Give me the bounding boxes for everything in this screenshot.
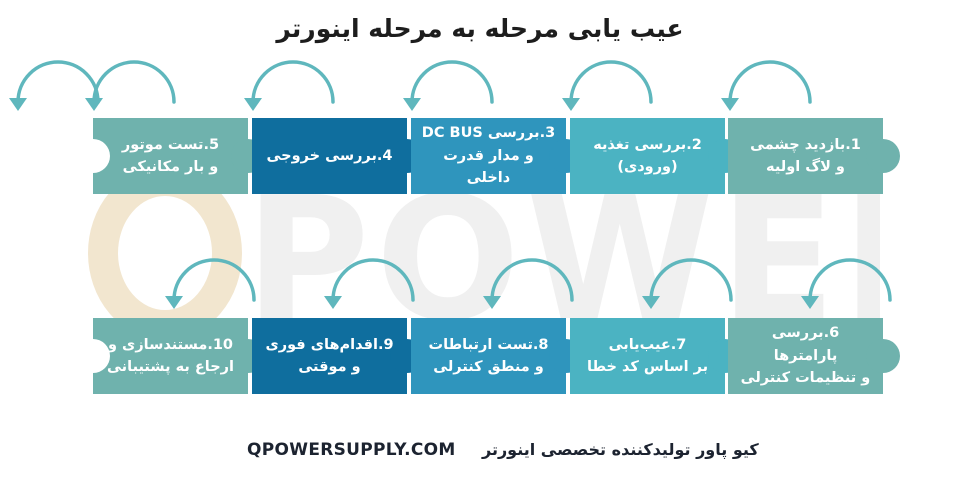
curved-arrow-r2-2 xyxy=(649,258,733,302)
step-piece-1: 1.بازدید چشمی و لاگ اولیه xyxy=(728,118,900,194)
step-label: 4.بررسی خروجی xyxy=(266,147,393,164)
page-title: عیب یابی مرحله به مرحله اینورتر xyxy=(276,14,684,43)
step-piece-8: 8.تست ارتباطات و منطق کنترلی xyxy=(411,318,583,394)
curved-arrow-r1-5 xyxy=(92,60,176,104)
step-piece-10: 10.مستندسازی و ارجاع به پشتیبانی xyxy=(76,318,265,394)
arrow-head-r1-1 xyxy=(721,98,739,111)
arrow-head-r2-1 xyxy=(801,296,819,309)
arrow-head-r2-4 xyxy=(324,296,342,309)
footer-brand-text: کیو پاور تولیدکننده تخصصی اینورتر xyxy=(482,440,759,459)
curved-arrow-r2-4 xyxy=(331,258,415,302)
arrow-head-r1-2 xyxy=(562,98,580,111)
curved-arrow-r1-1 xyxy=(728,60,812,104)
curved-arrow-r2-1 xyxy=(808,258,892,302)
curved-arrow-r2-5 xyxy=(172,258,256,302)
step-label: 8.تست ارتباطات و منطق کنترلی xyxy=(428,336,549,375)
step-label: 5.تست موتور و بار مکانیکی xyxy=(121,136,220,175)
curved-arrow-r1-2 xyxy=(569,60,653,104)
step-label: 10.مستندسازی و ارجاع به پشتیبانی xyxy=(107,336,234,375)
step-label: 7.عیب‌یابی بر اساس کد خطا xyxy=(586,336,709,375)
arrow-head-r2-3 xyxy=(483,296,501,309)
step-piece-5: 5.تست موتور و بار مکانیکی xyxy=(76,118,265,194)
step-label: 6.بررسی پارامترها و تنظیمات کنترلی xyxy=(740,325,871,387)
arrow-head-r2-2 xyxy=(642,296,660,309)
step-label: 2.بررسی تغذیه (ورودی) xyxy=(593,136,702,175)
step-piece-4: 4.بررسی خروجی xyxy=(252,118,424,194)
arrow-head-r1-5 xyxy=(85,98,103,111)
puzzle-tab xyxy=(866,339,900,373)
arrow-head-r2-5 xyxy=(165,296,183,309)
step-piece-6: 6.بررسی پارامترها و تنظیمات کنترلی xyxy=(728,318,900,394)
curved-arrow-r2-3 xyxy=(490,258,574,302)
step-label: 1.بازدید چشمی و لاگ اولیه xyxy=(750,136,861,175)
step-piece-9: 9.اقدام‌های فوری و موقتی xyxy=(252,318,424,394)
step-label: 3.بررسی DC BUS و مدار قدرت داخلی xyxy=(421,125,556,187)
arrow-head-r1-3 xyxy=(403,98,421,111)
footer-website[interactable]: QPOWERSUPPLY.COM xyxy=(247,440,456,460)
curved-arrow-r1-6 xyxy=(16,60,100,104)
puzzle-notch xyxy=(76,139,110,173)
step-piece-3: 3.بررسی DC BUS و مدار قدرت داخلی xyxy=(411,118,583,194)
step-label: 9.اقدام‌های فوری و موقتی xyxy=(265,336,394,375)
puzzle-tab xyxy=(866,139,900,173)
puzzle-notch xyxy=(76,339,110,373)
svg-text:POWER: POWER xyxy=(245,178,880,328)
qpower-watermark: POWER xyxy=(88,178,880,328)
step-piece-7: 7.عیب‌یابی بر اساس کد خطا xyxy=(570,318,742,394)
step-piece-2: 2.بررسی تغذیه (ورودی) xyxy=(570,118,742,194)
arrow-head-r1-4 xyxy=(244,98,262,111)
curved-arrow-r1-3 xyxy=(410,60,494,104)
curved-arrow-r1-4 xyxy=(251,60,335,104)
arrow-head-r1-6 xyxy=(9,98,27,111)
